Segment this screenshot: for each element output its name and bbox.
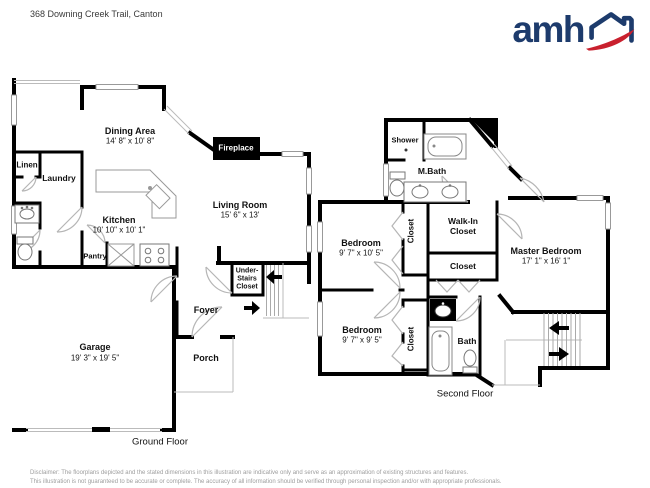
master-bedroom-label: Master Bedroom	[510, 246, 582, 256]
bedroom1-label: Bedroom	[341, 238, 381, 248]
disclaimer-line-2: This illustration is not guaranteed to b…	[30, 479, 502, 485]
living-room-label: Living Room	[212, 200, 268, 210]
second-stairs-arrows	[549, 321, 569, 361]
mbath-toilet-icon	[389, 171, 406, 197]
small-closet-label: Closet	[450, 261, 476, 271]
fireplace-label: Fireplace	[218, 143, 254, 153]
kitchen-counter	[95, 169, 177, 219]
page-title: 368 Downing Creek Trail, Canton	[30, 9, 163, 19]
mbath-corner-fill	[470, 118, 498, 146]
hall-closet-2-label: Closet	[406, 326, 416, 352]
disclaimer-line-1: Disclaimer: The floorplans depicted and …	[30, 470, 469, 476]
half-bath-sink-icon	[14, 204, 40, 224]
linen-label: Linen	[16, 160, 38, 170]
understairs-closet-label-3: Closet	[236, 283, 258, 291]
ground-stairs	[266, 265, 279, 316]
dining-area-dims: 14' 8" x 10' 8"	[105, 136, 155, 146]
half-bath-toilet-icon	[16, 236, 34, 261]
garage-label: Garage	[79, 342, 111, 352]
bedroom2-label: Bedroom	[342, 325, 382, 335]
bedroom2-dims: 9' 7" x 9' 5"	[342, 335, 382, 345]
ground-floor-walls	[12, 78, 311, 432]
second-floor-windows	[317, 163, 611, 337]
bedroom1-dims: 9' 7" x 10' 5"	[339, 248, 383, 258]
bath-label: Bath	[457, 336, 477, 346]
porch-label: Porch	[193, 353, 219, 363]
second-floor-caption: Second Floor	[436, 388, 494, 400]
hall-closet-1-label: Closet	[406, 218, 416, 244]
ground-stairs-arrows	[244, 270, 282, 315]
foyer-label: Foyer	[193, 305, 219, 315]
mbath-double-sink-icon	[403, 181, 467, 203]
disclaimer: Disclaimer: The floorplans depicted and …	[30, 469, 502, 487]
fireplace-box	[213, 137, 260, 160]
understairs-closet-label-1: Under-	[235, 267, 259, 275]
ground-floor-caption: Ground Floor	[132, 436, 188, 448]
kitchen-dims: 10' 10" x 10' 1"	[92, 225, 146, 235]
refrigerator-icon	[107, 243, 135, 267]
garage-door-mark	[92, 427, 110, 432]
amh-logo: amh	[512, 10, 638, 56]
stove-icon	[139, 243, 170, 267]
second-stairs	[543, 313, 581, 366]
bath-sink-icon	[434, 302, 452, 318]
amh-house-icon	[586, 12, 635, 51]
shower-label: Shower	[391, 135, 419, 145]
garage-dims: 19' 3" x 19' 5"	[70, 353, 120, 363]
mbath-tub-icon	[423, 133, 467, 160]
laundry-label: Laundry	[42, 173, 76, 183]
amh-logo-text: amh	[512, 9, 585, 50]
ground-floor-windows	[11, 84, 312, 253]
second-floor-doors	[373, 175, 545, 367]
master-bedroom-dims: 17' 1" x 16' 1"	[521, 256, 571, 266]
pantry-label: Pantry	[83, 251, 107, 261]
mbath-label: M.Bath	[417, 166, 447, 176]
ground-floor-doors	[17, 176, 233, 338]
bath-tub-icon	[428, 326, 453, 376]
understairs-closet-label-2: Stairs	[237, 275, 257, 283]
shower-drain-icon	[404, 148, 408, 152]
kitchen-label: Kitchen	[102, 215, 136, 225]
bath-toilet-icon	[462, 349, 478, 374]
living-room-dims: 15' 6" x 13'	[220, 210, 260, 220]
dining-area-label: Dining Area	[104, 126, 156, 136]
walkin-closet-label: Walk-In Closet	[448, 216, 478, 236]
